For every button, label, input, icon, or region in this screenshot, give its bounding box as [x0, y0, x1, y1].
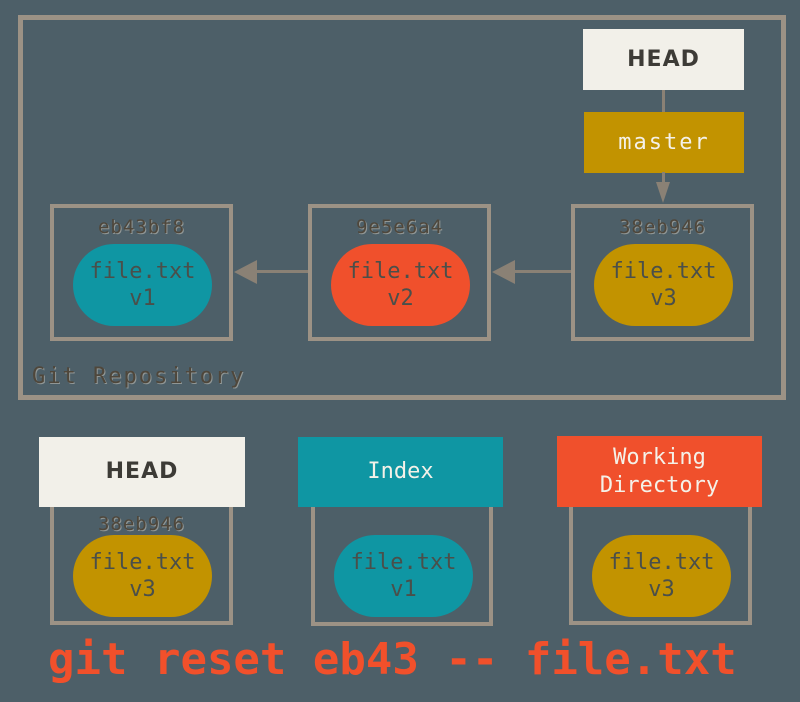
head-area-box: 38eb946 file.txt v3 — [50, 503, 233, 625]
head-area-header: HEAD — [39, 437, 245, 507]
file-blob: file.txt v1 — [334, 535, 473, 617]
git-command-text: git reset eb43 -- file.txt — [48, 634, 737, 685]
blob-version: v1 — [390, 577, 417, 602]
blob-filename: file.txt — [350, 550, 457, 575]
head-area-title: HEAD — [105, 459, 179, 484]
commit3-to-commit2-line — [513, 270, 572, 273]
blob-version: v3 — [650, 286, 677, 311]
master-branch-box: master — [584, 112, 744, 173]
working-directory-area-box: file.txt v3 — [569, 503, 752, 625]
file-blob: file.txt v3 — [592, 535, 731, 617]
master-to-commit-line — [662, 172, 665, 184]
head-ref-label: HEAD — [627, 46, 700, 72]
commit-hash: 38eb946 — [618, 216, 707, 238]
blob-version: v2 — [387, 286, 414, 311]
index-area-header: Index — [298, 437, 503, 507]
blob-version: v3 — [129, 577, 156, 602]
git-repository-label: Git Repository — [32, 364, 246, 389]
file-blob: file.txt v3 — [73, 535, 212, 617]
head-area-hash: 38eb946 — [97, 513, 186, 535]
index-area-box: file.txt v1 — [311, 503, 493, 626]
index-area-title: Index — [367, 459, 434, 484]
blob-filename: file.txt — [610, 259, 717, 284]
commit-box-eb43bf8: eb43bf8 file.txt v1 — [50, 204, 233, 341]
commit-hash: 9e5e6a4 — [355, 216, 444, 238]
commit-box-38eb946: 38eb946 file.txt v3 — [571, 204, 754, 341]
file-blob: file.txt v1 — [73, 244, 212, 326]
commit-box-9e5e6a4: 9e5e6a4 file.txt v2 — [308, 204, 491, 341]
file-blob: file.txt v2 — [331, 244, 470, 326]
blob-filename: file.txt — [347, 259, 454, 284]
master-to-commit-arrowhead-icon — [656, 182, 670, 203]
blob-filename: file.txt — [89, 550, 196, 575]
git-repository-box — [18, 15, 786, 400]
blob-version: v1 — [129, 286, 156, 311]
commit2-to-commit1-line — [255, 270, 309, 273]
head-to-master-line — [662, 90, 665, 113]
working-directory-area-header: Working Directory — [557, 436, 762, 507]
commit3-to-commit2-arrowhead-icon — [492, 260, 515, 284]
blob-filename: file.txt — [608, 550, 715, 575]
master-branch-label: master — [618, 129, 710, 155]
commit2-to-commit1-arrowhead-icon — [234, 260, 257, 284]
blob-version: v3 — [648, 577, 675, 602]
working-directory-area-title: Working Directory — [599, 444, 720, 498]
commit-hash: eb43bf8 — [97, 216, 186, 238]
file-blob: file.txt v3 — [594, 244, 733, 326]
blob-filename: file.txt — [89, 259, 196, 284]
head-ref-box: HEAD — [583, 29, 744, 90]
